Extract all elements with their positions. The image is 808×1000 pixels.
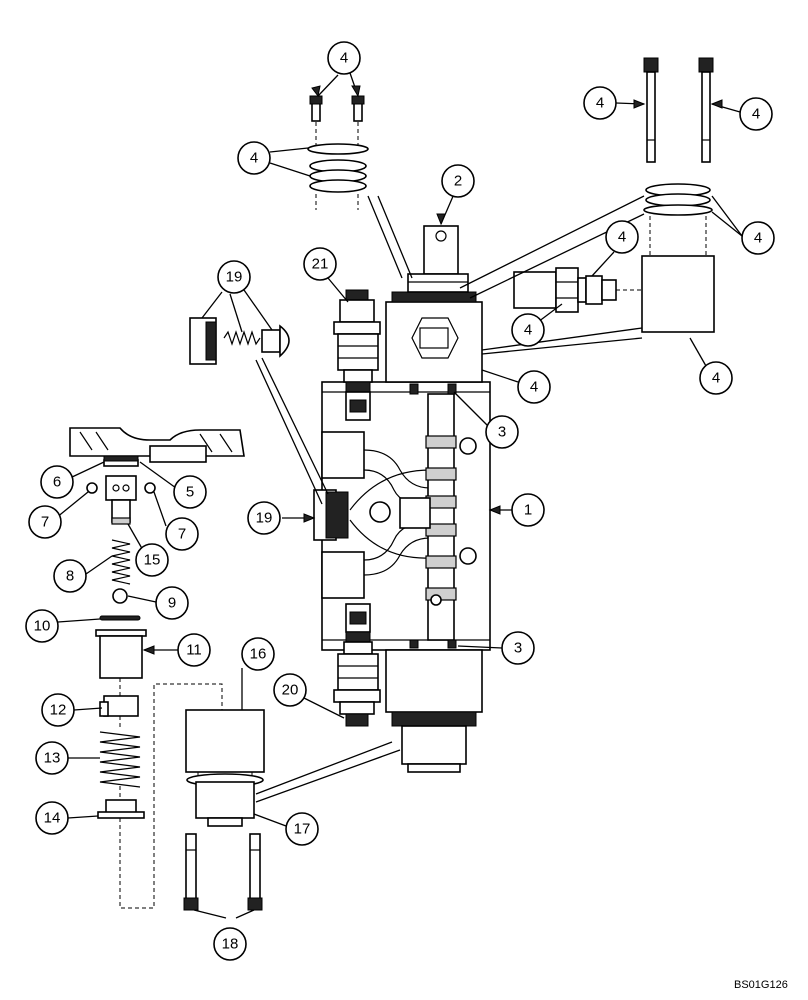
svg-text:17: 17 bbox=[294, 821, 311, 838]
bottom-coil-exploded bbox=[183, 709, 265, 911]
svg-text:19: 19 bbox=[226, 269, 243, 286]
callout-4-seal-right: 4 bbox=[741, 221, 775, 255]
svg-text:5: 5 bbox=[186, 484, 194, 501]
relief-plug-exploded bbox=[189, 317, 290, 365]
callout-13: 13 bbox=[35, 741, 69, 775]
callout-12: 12 bbox=[41, 693, 75, 727]
callout-3-top: 3 bbox=[485, 415, 519, 449]
callout-3-bottom: 3 bbox=[501, 631, 535, 665]
callout-21: 21 bbox=[303, 247, 337, 281]
callout-4-body: 4 bbox=[517, 370, 551, 404]
svg-text:7: 7 bbox=[178, 526, 186, 543]
svg-text:10: 10 bbox=[34, 618, 51, 635]
callout-17: 17 bbox=[285, 812, 319, 846]
bottom-solenoid-housing bbox=[385, 649, 483, 773]
callout-4-bolt-right: 4 bbox=[739, 97, 773, 131]
callout-2: 2 bbox=[441, 164, 475, 198]
svg-text:4: 4 bbox=[712, 370, 720, 387]
top-coil-exploded bbox=[307, 95, 369, 210]
svg-text:4: 4 bbox=[752, 106, 760, 123]
callout-4-bolt-left: 4 bbox=[583, 86, 617, 120]
svg-text:3: 3 bbox=[514, 640, 522, 657]
callout-4-top: 4 bbox=[327, 41, 361, 75]
svg-text:4: 4 bbox=[340, 50, 348, 67]
callout-16: 16 bbox=[241, 637, 275, 671]
svg-text:16: 16 bbox=[250, 646, 267, 663]
svg-text:19: 19 bbox=[256, 510, 273, 527]
callout-6: 6 bbox=[40, 465, 74, 499]
callout-14: 14 bbox=[35, 801, 69, 835]
svg-text:7: 7 bbox=[41, 514, 49, 531]
svg-text:4: 4 bbox=[530, 379, 538, 396]
leader-lines bbox=[55, 72, 743, 919]
callout-20: 20 bbox=[273, 673, 307, 707]
callout-19-top: 19 bbox=[217, 260, 251, 294]
callout-5: 5 bbox=[173, 475, 207, 509]
svg-text:14: 14 bbox=[44, 810, 61, 827]
callout-18: 18 bbox=[213, 927, 247, 961]
relief-valve-exploded bbox=[69, 427, 245, 909]
svg-text:18: 18 bbox=[222, 936, 239, 953]
callout-1: 1 bbox=[511, 493, 545, 527]
upper-cartridge-valve bbox=[333, 289, 381, 421]
svg-text:20: 20 bbox=[282, 682, 299, 699]
callout-4-fitting-top: 4 bbox=[605, 220, 639, 254]
svg-text:4: 4 bbox=[596, 95, 604, 112]
svg-text:12: 12 bbox=[50, 702, 67, 719]
valve-body bbox=[313, 381, 491, 651]
callout-bubbles: 4 4 2 4 4 4 4 4 4 4 19 21 3 6 5 7 7 15 1… bbox=[25, 41, 775, 961]
callout-8: 8 bbox=[53, 559, 87, 593]
svg-text:11: 11 bbox=[186, 642, 202, 659]
callout-4-solenoid: 4 bbox=[699, 361, 733, 395]
callout-10: 10 bbox=[25, 609, 59, 643]
svg-text:15: 15 bbox=[144, 552, 161, 569]
svg-text:4: 4 bbox=[250, 150, 258, 167]
svg-text:9: 9 bbox=[168, 595, 176, 612]
top-solenoid-housing bbox=[385, 225, 483, 383]
callout-19-side: 19 bbox=[247, 501, 281, 535]
svg-text:8: 8 bbox=[66, 568, 74, 585]
svg-text:2: 2 bbox=[454, 173, 462, 190]
drawing-code: BS01G126 bbox=[734, 979, 788, 991]
svg-text:4: 4 bbox=[618, 229, 626, 246]
lower-cartridge-valve bbox=[333, 603, 381, 727]
callout-4-fitting-bottom: 4 bbox=[511, 313, 545, 347]
right-coil-exploded bbox=[513, 57, 715, 333]
svg-text:4: 4 bbox=[754, 230, 762, 247]
callout-11: 11 bbox=[177, 633, 211, 667]
callout-9: 9 bbox=[155, 586, 189, 620]
callout-7-right: 7 bbox=[165, 517, 199, 551]
svg-text:1: 1 bbox=[524, 502, 532, 519]
svg-text:13: 13 bbox=[44, 750, 61, 767]
svg-text:4: 4 bbox=[524, 322, 532, 339]
svg-text:6: 6 bbox=[53, 474, 61, 491]
svg-text:21: 21 bbox=[312, 256, 329, 273]
callout-15: 15 bbox=[135, 543, 169, 577]
svg-text:3: 3 bbox=[498, 424, 506, 441]
callout-4-left: 4 bbox=[237, 141, 271, 175]
callout-7-left: 7 bbox=[28, 505, 62, 539]
